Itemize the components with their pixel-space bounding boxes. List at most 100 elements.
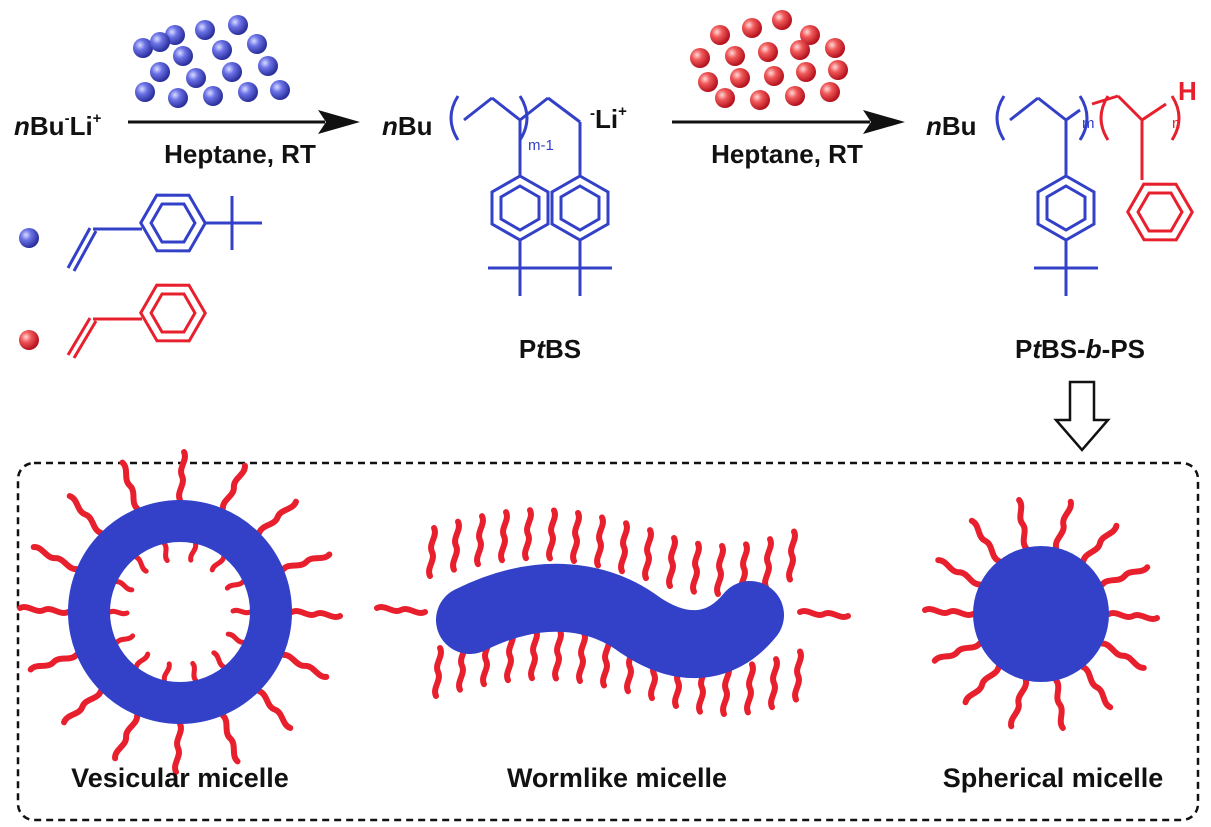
- step1-conditions: Heptane, RT: [164, 139, 316, 169]
- step2-conditions: Heptane, RT: [711, 139, 863, 169]
- ps-corona-chain: [597, 517, 603, 565]
- ps-corona-chain: [795, 652, 801, 700]
- ps-corona-chain: [233, 610, 250, 613]
- ptbs-b-ps-label: PtBS-b-PS: [1015, 334, 1145, 364]
- monomer-styrene-bead-icon: [19, 330, 39, 350]
- ps-corona-chain: [30, 650, 77, 674]
- styrene-bead-icon: [825, 38, 845, 58]
- monomer-tbs-bead-icon: [19, 228, 39, 248]
- ps-corona-chain: [20, 607, 68, 613]
- ps-corona-chain: [227, 580, 243, 590]
- intermediate-subscript: m-1: [528, 137, 554, 154]
- ps-corona-chain: [163, 544, 169, 561]
- ps-corona-chain: [1109, 613, 1157, 619]
- ps-corona-chain: [114, 714, 138, 761]
- ptbs-label: PtBS: [519, 334, 581, 364]
- tbs-bead-icon: [165, 25, 185, 45]
- tbs-bead-icon: [150, 32, 170, 52]
- wormlike-micelle-core: [436, 563, 784, 678]
- tbs-bead-icon: [228, 15, 248, 35]
- ps-corona-chain: [501, 512, 507, 560]
- ps-corona-chain: [66, 495, 104, 533]
- ps-corona-chain: [1080, 667, 1115, 708]
- ps-corona-chain: [579, 633, 585, 681]
- intermediate-counterion: -Li+: [590, 103, 627, 134]
- styrene-bead-icon: [750, 90, 770, 110]
- tbs-bead-icon: [150, 62, 170, 82]
- ps-corona-chain: [292, 611, 340, 617]
- styrene-monomer-structure: [66, 269, 215, 359]
- ps-corona-chain: [227, 633, 243, 643]
- ps-corona-chain: [190, 543, 196, 560]
- ps-corona-chain: [429, 528, 435, 576]
- vesicular-micelle-wall: [68, 500, 292, 724]
- ps-corona-chain: [256, 691, 294, 729]
- styrene-bead-icon: [690, 48, 710, 68]
- ps-corona-chain: [525, 510, 531, 558]
- ps-corona-chain: [282, 654, 329, 678]
- tbs-bead-icon: [222, 62, 242, 82]
- tbs-bead-icon: [195, 20, 215, 40]
- styrene-bead-icon: [785, 86, 805, 106]
- styrene-bead-icon: [742, 18, 762, 38]
- spherical-micelle-core: [973, 546, 1109, 682]
- ps-corona-chain: [1014, 500, 1030, 548]
- tbs-bead-icon: [186, 68, 206, 88]
- ps-corona-chain: [621, 523, 627, 571]
- tbs-bead-icon: [133, 38, 153, 58]
- styrene-monomer-cluster: [690, 10, 848, 110]
- product-endgroup: nBu: [926, 111, 977, 141]
- tbs-bead-icon: [238, 82, 258, 102]
- ps-corona-chain: [136, 653, 149, 668]
- ps-block-structure: [1091, 94, 1202, 256]
- tbs-bead-icon: [168, 88, 188, 108]
- ps-corona-chain: [968, 520, 1003, 561]
- ps-corona-chain: [1083, 523, 1118, 564]
- ps-corona-chain: [477, 516, 483, 564]
- ps-corona-chain: [453, 522, 459, 570]
- styrene-bead-icon: [730, 68, 750, 88]
- ps-corona-chain: [645, 530, 651, 578]
- ps-corona-chain: [936, 559, 982, 585]
- tbs-monomer-cluster: [133, 15, 290, 108]
- ps-corona-chain: [116, 581, 132, 591]
- tbs-bead-icon: [270, 80, 290, 100]
- ps-corona-chain: [965, 664, 1000, 705]
- styrene-bead-icon: [698, 72, 718, 92]
- ps-corona-chain: [212, 652, 225, 667]
- styrene-bead-icon: [796, 62, 816, 82]
- ptbs-block-structure: [995, 95, 1098, 296]
- styrene-bead-icon: [715, 88, 735, 108]
- ps-corona-chain: [191, 663, 197, 680]
- styrene-bead-icon: [800, 25, 820, 45]
- ps-corona-chain: [1055, 501, 1071, 549]
- ps-corona-chain: [934, 639, 980, 665]
- ps-corona-chain: [789, 532, 795, 580]
- tbs-bead-icon: [203, 86, 223, 106]
- ps-corona-chain: [771, 659, 777, 707]
- styrene-bead-icon: [820, 82, 840, 102]
- styrene-bead-icon: [710, 25, 730, 45]
- product-sub-m: m: [1082, 115, 1095, 132]
- tbs-bead-icon: [173, 46, 193, 66]
- styrene-bead-icon: [790, 40, 810, 60]
- down-arrow-icon: [1053, 380, 1111, 452]
- wormlike-micelle-label: Wormlike micelle: [507, 763, 727, 793]
- ps-corona-chain: [1051, 680, 1067, 728]
- ps-corona-chain: [1100, 643, 1146, 669]
- tbs-bead-icon: [212, 40, 232, 60]
- ps-corona-chain: [669, 538, 675, 586]
- ps-corona-chain: [765, 539, 771, 587]
- ps-corona-chain: [212, 556, 225, 571]
- ps-corona-chain: [118, 462, 142, 509]
- styrene-bead-icon: [725, 46, 745, 66]
- product-h-end: H: [1178, 76, 1197, 106]
- ps-corona-chain: [717, 546, 723, 594]
- ps-corona-chain: [32, 546, 79, 570]
- ps-corona-chain: [800, 611, 848, 617]
- tbs-bead-icon: [258, 56, 278, 76]
- product-sub-n: n: [1172, 115, 1180, 132]
- intermediate-endgroup: nBu: [382, 111, 433, 141]
- ps-corona-chain: [179, 452, 185, 500]
